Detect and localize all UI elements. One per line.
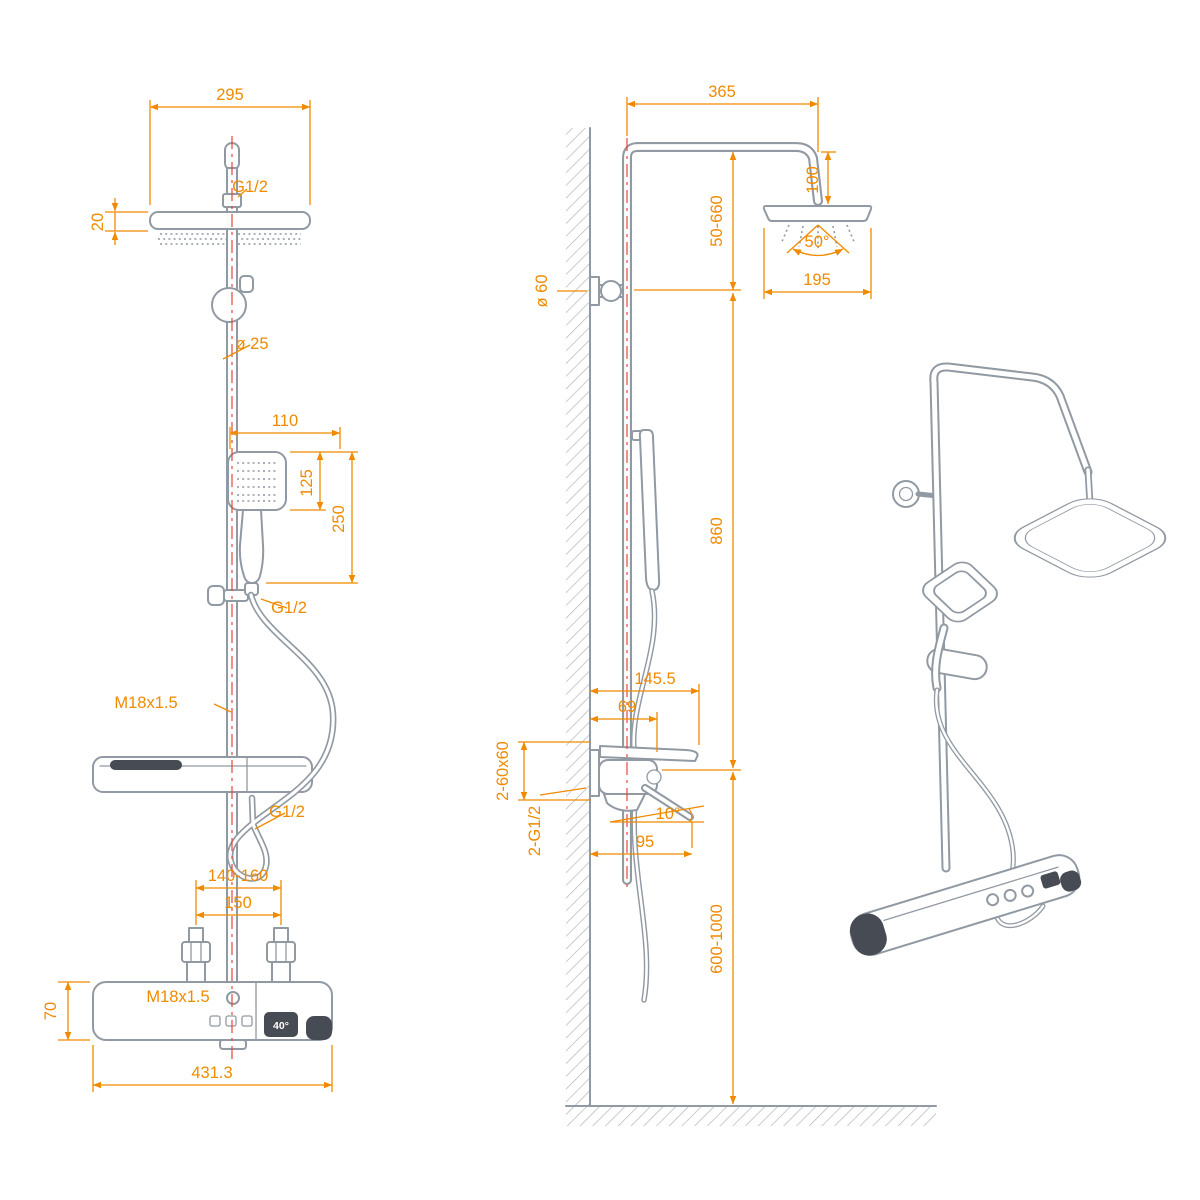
dim-column-height: 860 [708, 517, 726, 545]
dim-head-depth: 195 [803, 271, 831, 289]
hand-shower-head-front [227, 451, 287, 511]
mixer-bottom-tab [219, 1039, 247, 1050]
iso-view [849, 362, 1167, 956]
floor-hatch [566, 1106, 936, 1126]
wall-and-floor [565, 127, 937, 1126]
slider-knob-iso [926, 647, 988, 681]
bracket-ring-side [600, 280, 622, 302]
hand-shower-handle-iso-core [933, 625, 947, 691]
dim-head-drop: 100 [804, 166, 822, 194]
overhead-nozzles-front [158, 233, 303, 245]
front-dimensions: 295 G1/2 20 ø 25 110 125 250 G1/2 M18x1.… [42, 86, 358, 1092]
overhead-shower-side [762, 205, 873, 222]
mixer-mode-icons [209, 1015, 253, 1027]
inlet-fitting-left [181, 927, 211, 983]
dim-top-range: 50-660 [708, 195, 726, 246]
dim-handshower-head: 125 [298, 469, 316, 497]
front-product: 40° [92, 142, 337, 1050]
side-dimensions: 365 100 50-660 ø 60 50° 195 860 600-1000… [494, 83, 872, 1105]
dim-arm-reach: 365 [708, 83, 736, 101]
label-pipe-diameter: ø 25 [235, 335, 268, 353]
inlet-fitting-right [266, 927, 296, 983]
hand-shower-side [638, 429, 661, 592]
label-thread-hose: G1/2 [269, 803, 305, 821]
mixer-bar-lip [883, 866, 1059, 922]
shower-hose-front-core [228, 593, 335, 881]
label-thread-column: M18x1.5 [114, 694, 177, 712]
mixer-display-iso [1040, 871, 1061, 889]
diverter-knob-front [239, 275, 254, 293]
mixer-bar-iso [849, 854, 1082, 956]
angle-spout: 10° [656, 805, 681, 823]
dim-wall-offset: 69 [618, 698, 636, 716]
dim-install-height: 600-1000 [708, 904, 726, 974]
column-and-arm-side-core [624, 144, 821, 883]
dim-inlet-range: 140-160 [208, 867, 269, 885]
overhead-shower-front [149, 211, 311, 230]
hand-shower-head-iso [922, 561, 998, 623]
temp-knob [306, 1016, 332, 1040]
mixer-right-cap [1060, 870, 1082, 892]
wall-flange-side [589, 276, 600, 306]
column-iso-core [931, 364, 1091, 871]
mixer-button [226, 991, 240, 1005]
label-thread-slider: G1/2 [271, 599, 307, 617]
wall-hatch [566, 128, 590, 1106]
dim-handshower-offset: 110 [272, 412, 298, 430]
label-inlet-connections: 2-G1/2 [526, 806, 544, 856]
slider-knob-front [207, 585, 225, 606]
wall-bracket-front [211, 287, 247, 323]
side-view: 365 100 50-660 ø 60 50° 195 860 600-1000… [494, 83, 937, 1126]
temp-display [264, 1012, 298, 1037]
spray-fan [780, 224, 856, 248]
overhead-shower-iso [1013, 498, 1167, 578]
dim-head-thickness: 20 [89, 213, 107, 231]
label-flange-diameter: ø 60 [533, 274, 551, 307]
angle-spray: 50° [805, 233, 830, 251]
dim-body-height: 70 [42, 1002, 60, 1020]
label-escutcheon: 2-60x60 [494, 741, 512, 801]
mixer-button-iso-2 [1003, 888, 1017, 902]
dim-handshower-length: 250 [330, 505, 348, 533]
shelf-side [599, 745, 699, 762]
wall-flange-inner-iso [898, 486, 914, 502]
head-stem-iso-core [1086, 468, 1092, 506]
label-thread-top: G1/2 [232, 178, 268, 196]
hand-shower-handle-front [238, 509, 265, 584]
dim-spout-reach: 95 [636, 833, 654, 851]
spout-side [603, 793, 646, 812]
wall-flange-iso [892, 480, 920, 508]
hand-shower-nozzles [237, 462, 277, 502]
label-thread-inlet: M18x1.5 [146, 988, 209, 1006]
escutcheon-side [589, 749, 600, 797]
mixer-button-iso-3 [1021, 884, 1035, 898]
mixer-left-cap [849, 913, 887, 956]
front-view: 40° 295 G1/2 20 ø 25 110 125 250 G1/2 M1… [42, 86, 358, 1092]
dim-inlet-spacing: 150 [224, 894, 252, 912]
shelf-slot [110, 760, 182, 770]
temp-display-value: 40° [273, 1020, 289, 1032]
dim-shelf-depth: 145.5 [634, 670, 675, 688]
side-product [589, 142, 873, 1003]
dim-head-width: 295 [216, 86, 244, 104]
mixer-handle-side-core [643, 786, 692, 819]
valve-knob-side [646, 769, 662, 785]
mixer-button-iso-1 [986, 893, 1000, 907]
dim-body-width: 431.3 [191, 1064, 232, 1082]
